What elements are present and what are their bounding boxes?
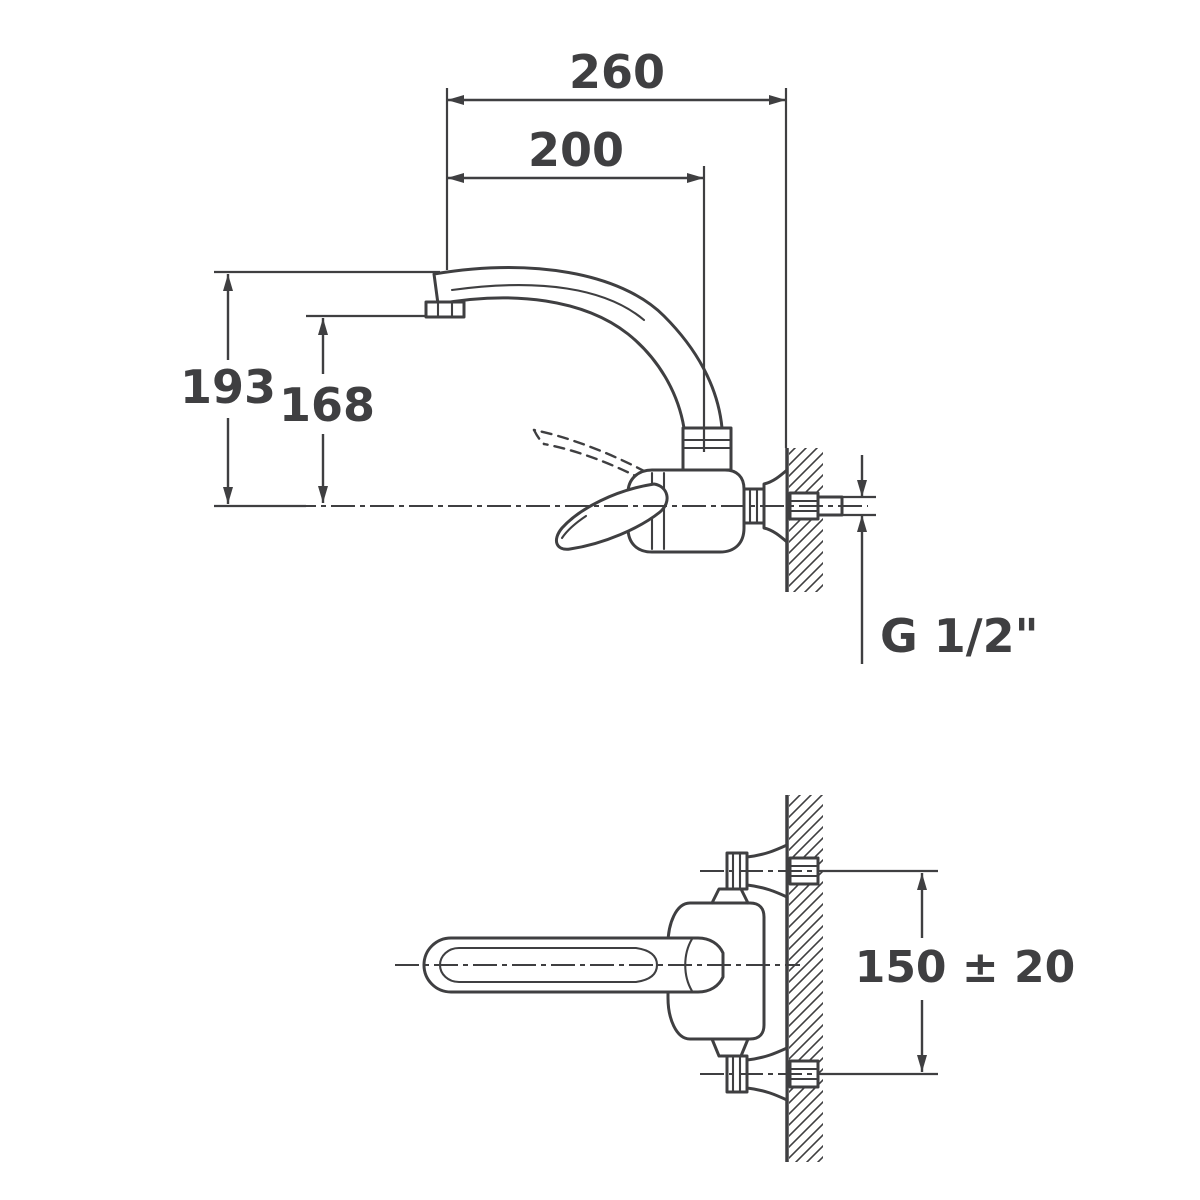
spout-inner-line — [450, 284, 646, 322]
body-to-bottom-coupling — [710, 1037, 750, 1058]
handle-ghost-tip — [532, 428, 546, 446]
dimension-150: 150 ± 20 — [820, 869, 1076, 1076]
body-to-top-coupling — [710, 887, 750, 905]
dim-label-193: 193 — [180, 360, 276, 414]
wall-hatch-plan — [789, 795, 823, 1162]
dimension-193: 193 — [180, 270, 440, 508]
side-view: 260 200 193 168 G 1/2 — [180, 45, 1039, 664]
spout-outline — [432, 266, 724, 430]
handle-plan-inner — [438, 946, 659, 984]
aerator — [424, 300, 466, 319]
dim-label-150: 150 ± 20 — [855, 942, 1076, 993]
plan-view: 150 ± 20 — [395, 795, 1075, 1162]
dim-label-thread: G 1/2" — [880, 609, 1039, 663]
dimension-thread: G 1/2" — [842, 455, 1039, 664]
dim-label-168: 168 — [279, 378, 375, 432]
coupling-bottom-bell — [745, 1046, 789, 1102]
coupling-top-bell — [745, 843, 789, 899]
wall-section-plan — [785, 795, 823, 1162]
dim-label-260: 260 — [569, 45, 665, 99]
coupling-top — [725, 843, 820, 899]
dimension-260: 260 — [445, 45, 788, 448]
dim-label-200: 200 — [528, 123, 624, 177]
dimension-168: 168 — [279, 314, 426, 503]
faucet-side — [424, 266, 844, 554]
handle-detail — [560, 514, 588, 540]
handle-ghost-top — [532, 428, 648, 474]
faucet-plan — [422, 843, 820, 1102]
dimension-200: 200 — [447, 123, 706, 452]
